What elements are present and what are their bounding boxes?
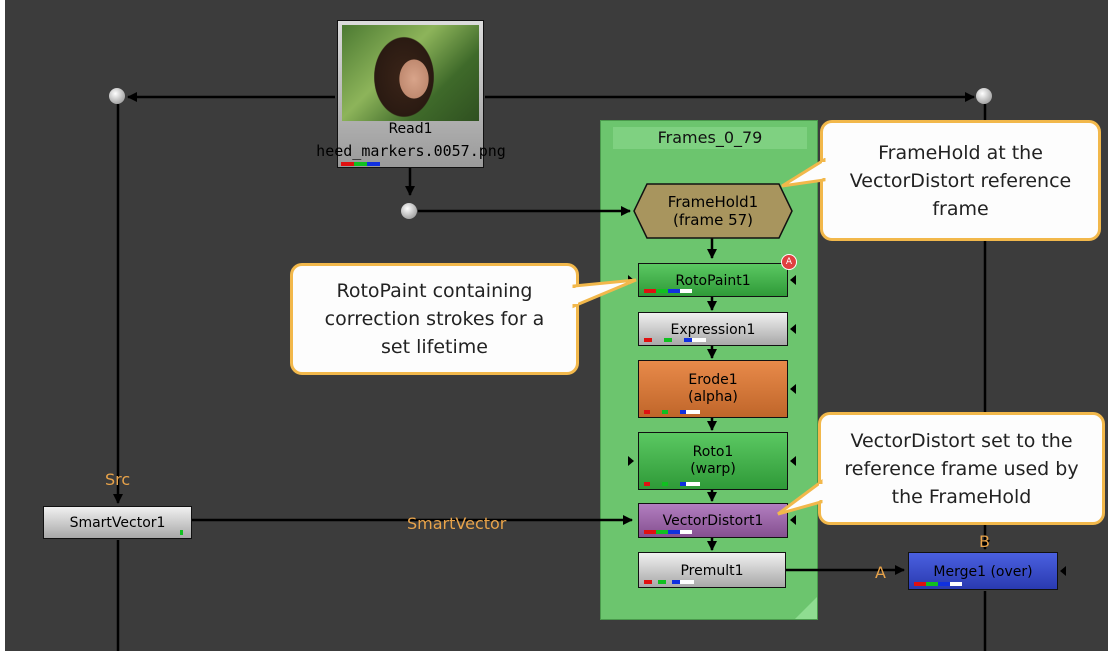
backdrop-title: Frames_0_79 [613, 127, 807, 149]
vectordistort-channels [644, 530, 692, 534]
merge-node[interactable]: Merge1 (over) [908, 552, 1058, 590]
dot-read[interactable] [401, 203, 417, 219]
rotopaint-badge: A [781, 254, 797, 270]
rotopaint-output-arrow [790, 275, 796, 285]
callout-vectordistort-pointer [777, 479, 825, 516]
read-channel-indicator [341, 162, 380, 166]
callout-rotopaint: RotoPaint containing correction strokes … [290, 263, 579, 375]
expression-channels [644, 338, 706, 342]
roto-mask-input-arrow[interactable] [628, 456, 634, 466]
pipe-label-a: A [875, 563, 886, 582]
read-node[interactable]: Read1 [337, 20, 484, 168]
vectordistort-node[interactable]: VectorDistort1 [638, 503, 788, 538]
framehold-node[interactable] [633, 183, 793, 239]
roto-channels [644, 482, 700, 486]
merge-output-arrow [1060, 566, 1066, 576]
smartvector-node[interactable]: SmartVector1 [43, 506, 192, 539]
dot-left[interactable] [109, 88, 125, 104]
read-thumbnail [342, 25, 479, 121]
premult-node[interactable]: Premult1 [638, 552, 786, 588]
erode-channels [644, 410, 700, 414]
erode-output-arrow [790, 384, 796, 394]
pipe-label-smartvector: SmartVector [407, 514, 507, 533]
rotopaint-channels [644, 289, 692, 293]
backdrop-resize-handle[interactable] [795, 597, 817, 619]
expression-output-arrow [790, 324, 796, 334]
dot-right[interactable] [976, 88, 992, 104]
framehold-label: FrameHold1 (frame 57) [667, 193, 759, 229]
smartvector-channel-indicator [180, 530, 183, 535]
callout-rotopaint-pointer [570, 278, 637, 309]
premult-channels [644, 580, 694, 584]
callout-vectordistort: VectorDistort set to the reference frame… [818, 412, 1105, 525]
callout-framehold-pointer [781, 158, 830, 188]
read-file-label: heed_markers.0057.png [316, 142, 506, 160]
vectordistort-output-arrow [790, 515, 796, 525]
pipe-label-b: B [979, 532, 990, 551]
read-node-label: Read1 [388, 121, 433, 137]
callout-framehold: FrameHold at the VectorDistort reference… [820, 120, 1101, 241]
pipe-label-src: Src [105, 470, 131, 489]
roto-node[interactable]: Roto1 (warp) [638, 432, 788, 490]
rotopaint-node[interactable]: RotoPaint1 [638, 263, 788, 297]
roto-output-arrow [790, 456, 796, 466]
merge-channels [914, 582, 962, 586]
expression-node[interactable]: Expression1 [638, 312, 788, 346]
erode-node[interactable]: Erode1 (alpha) [638, 360, 788, 418]
